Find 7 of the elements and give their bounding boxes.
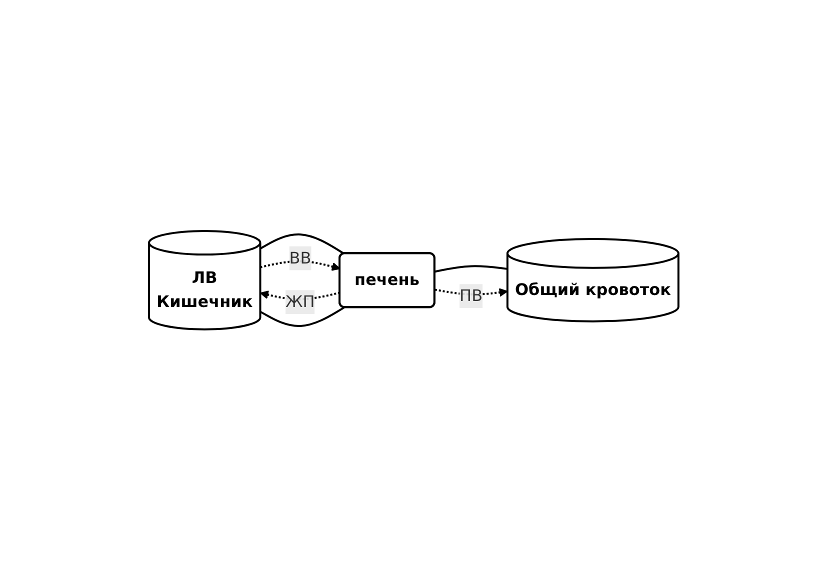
edge-label: ПВ <box>459 286 482 306</box>
edge-label: ВВ <box>289 248 312 268</box>
connector <box>260 307 344 328</box>
edge-label: ЖП <box>285 292 315 312</box>
arrow <box>434 288 508 298</box>
connector <box>434 265 508 273</box>
connector <box>260 234 344 255</box>
